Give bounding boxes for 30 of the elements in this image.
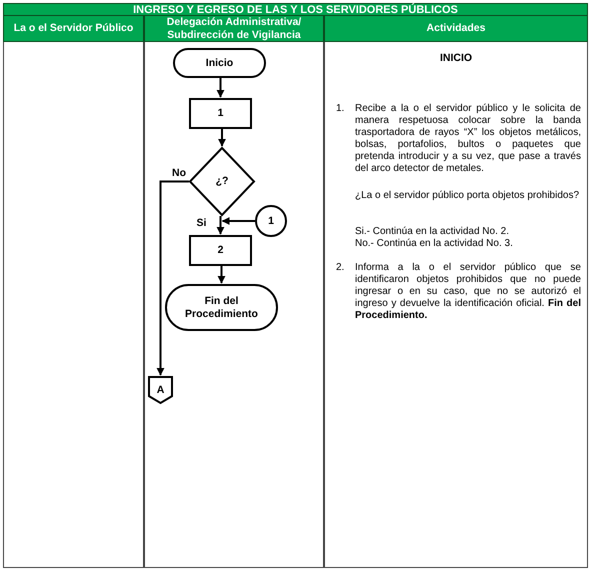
- lane-header: La o el Servidor Público: [3, 15, 144, 42]
- swimlane: [324, 15, 588, 568]
- swimlane: [144, 15, 324, 568]
- terminator-shape: Fin del Procedimiento: [165, 284, 278, 331]
- arrow: [216, 78, 224, 98]
- decision-diamond: ¿?: [189, 147, 255, 216]
- terminator-shape: Inicio: [173, 48, 266, 78]
- arrow: [156, 180, 189, 376]
- connector-circle: 1: [255, 205, 287, 237]
- table-title: INGRESO Y EGRESO DE LAS Y LOS SERVIDORES PÚBLICOS: [3, 3, 588, 16]
- lane-header: Actividades: [324, 15, 588, 42]
- paragraph: Recibe a la o el servidor público y le solicita de manera respetuosa colocar sobre la banda trasportadora de rayos “X” los objetos metálicos, bolsas, portafolios, bultos o paquetes que pretenda introducir y a su vez, que pase a través del arco detector de metales.: [355, 103, 581, 175]
- edge-label: Si: [196, 217, 208, 229]
- note-text: No.- Continúa en la actividad No. 3.: [355, 238, 514, 250]
- arrow: [218, 129, 226, 147]
- note-text: Si.- Continúa en la actividad No. 2.: [355, 226, 510, 238]
- paragraph: Informa a la o el servidor público que se identificaron objetos prohibidos que no puede ingresar o en su caso, que no se autorizó el ingreso y devuelve la identificación oficial. Fin del Procedimiento.: [355, 262, 581, 322]
- list-number: 1.: [336, 103, 346, 115]
- arrow: [218, 266, 226, 284]
- list-number: 2.: [336, 262, 346, 274]
- off-page-connector: A: [148, 376, 173, 404]
- lane-header: Delegación Administrativa/ Subdirección de Vigilancia: [144, 15, 324, 42]
- question-text: ¿La o el servidor público porta objetos prohibidos?: [355, 190, 580, 202]
- swimlane: [3, 15, 144, 568]
- edge-label: No: [171, 166, 187, 178]
- process-box: 1: [189, 98, 252, 129]
- process-box: 2: [189, 235, 252, 266]
- heading: INICIO: [438, 52, 474, 64]
- arrow: [216, 216, 224, 235]
- arrow: [222, 217, 255, 225]
